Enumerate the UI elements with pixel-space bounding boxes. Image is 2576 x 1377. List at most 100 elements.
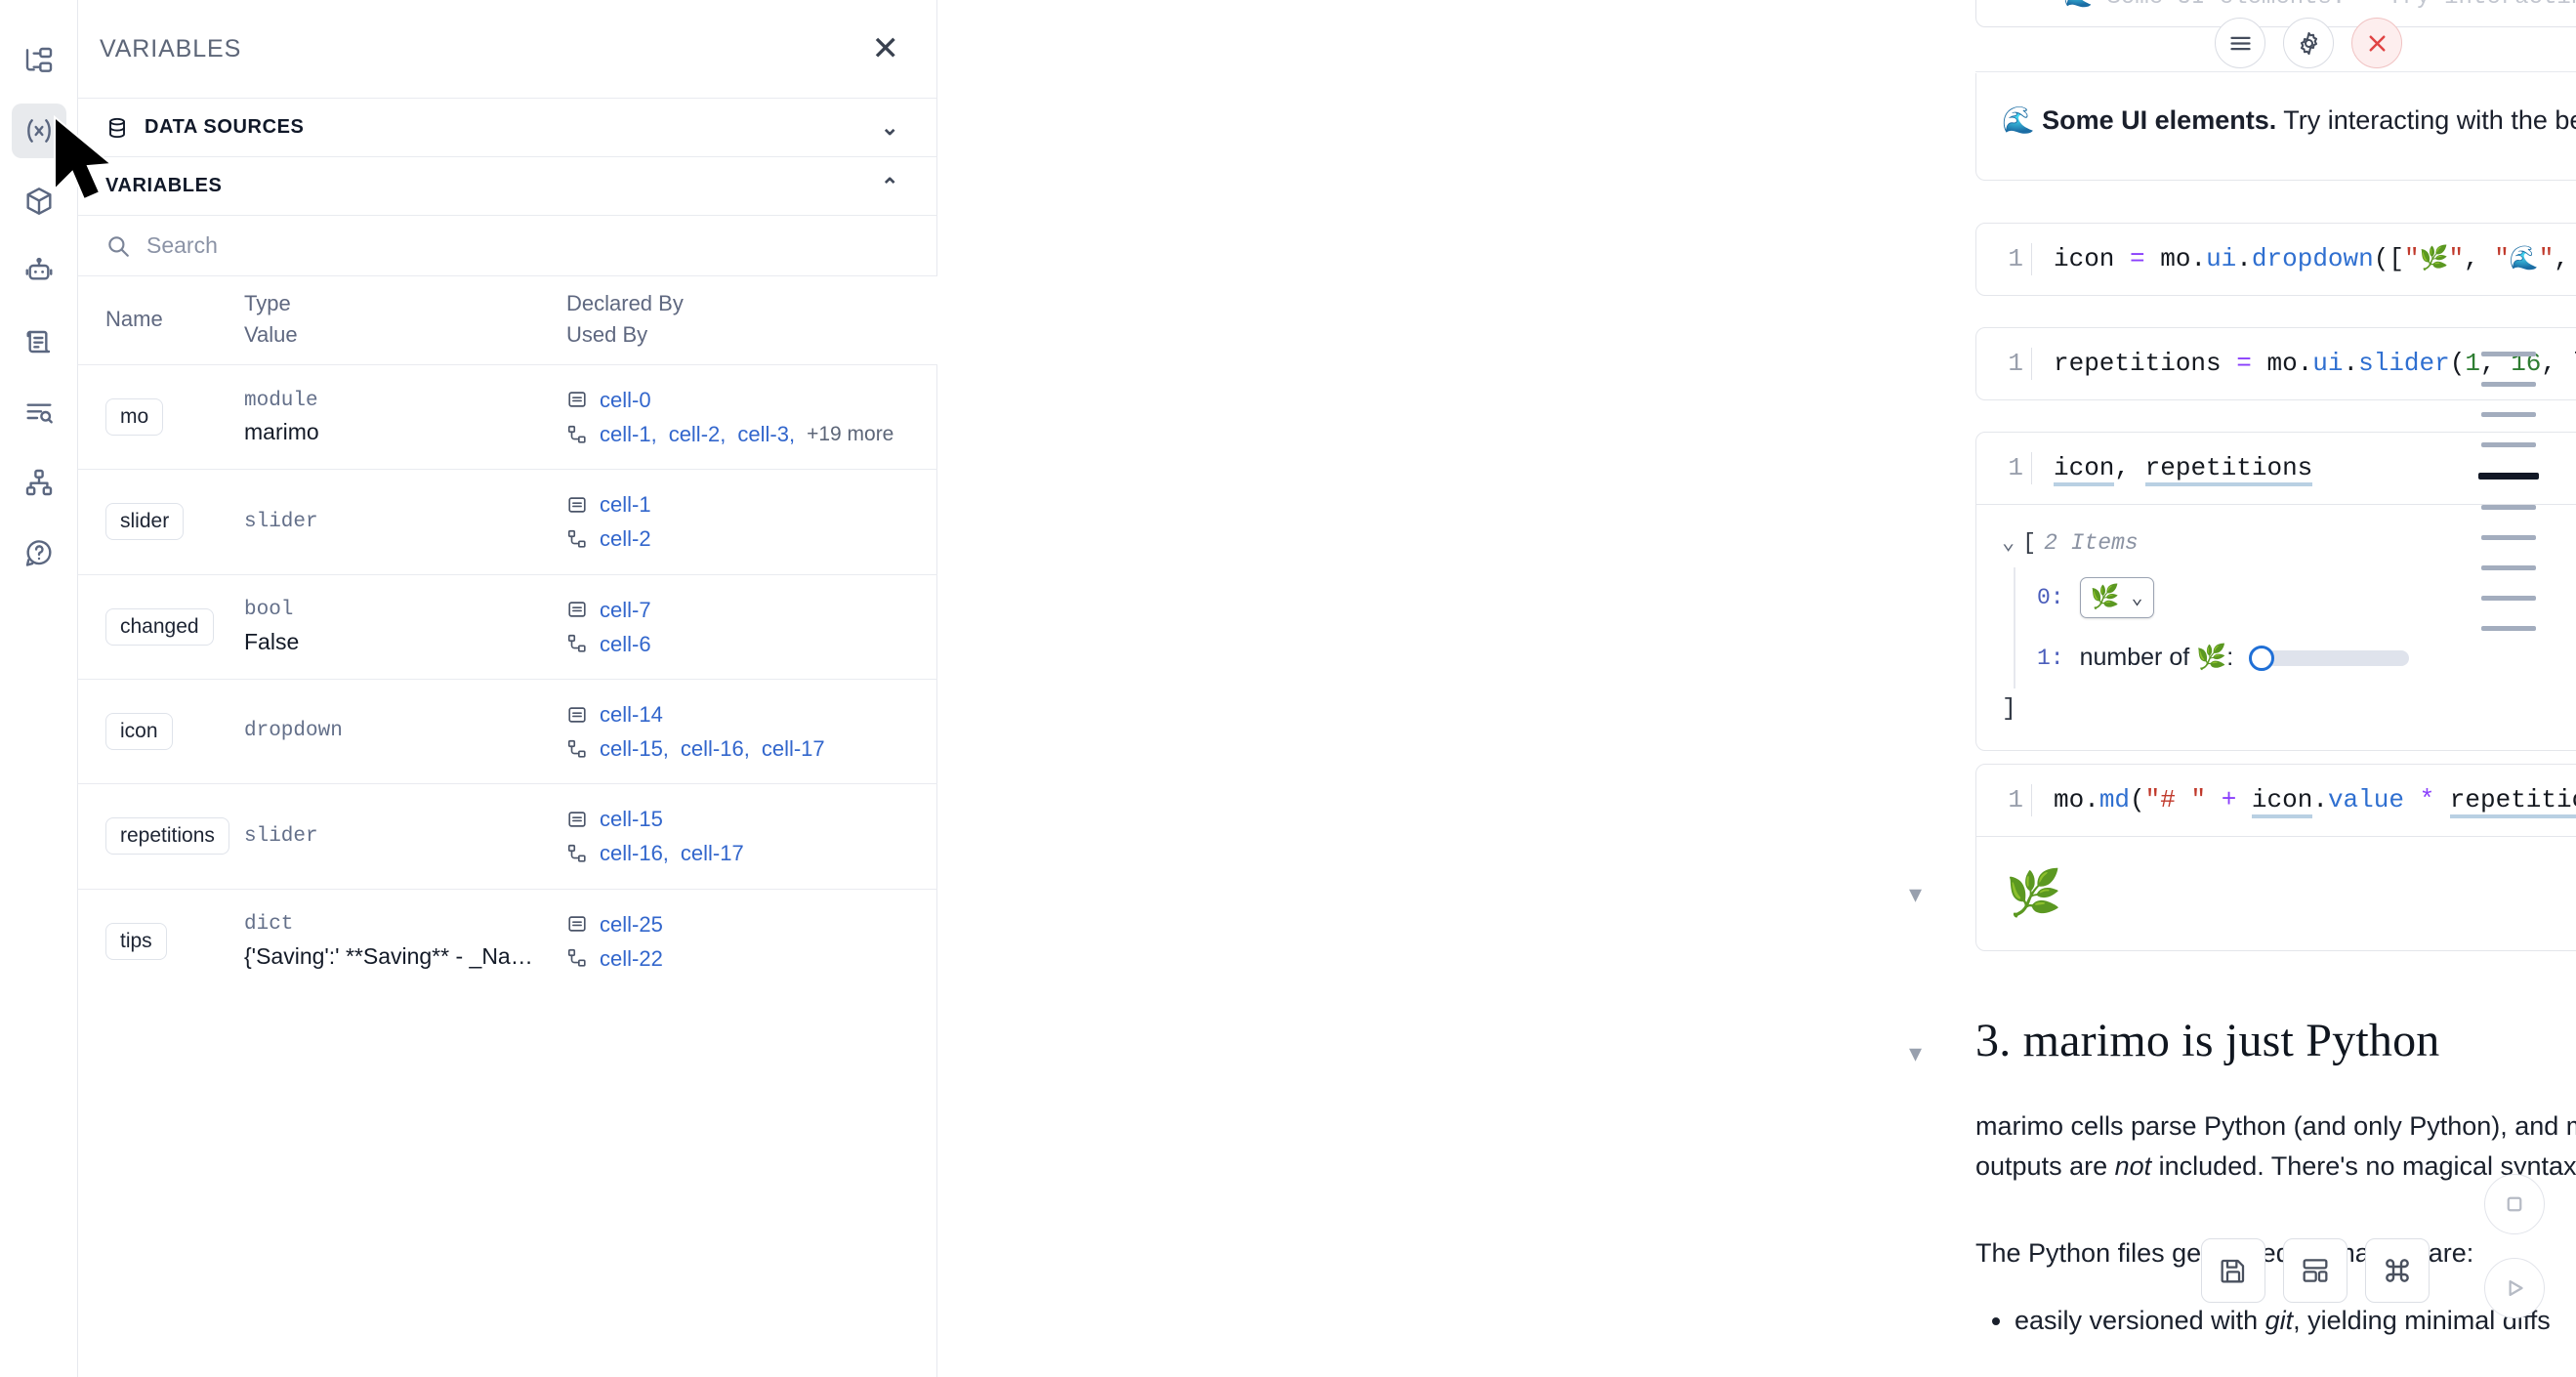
cell-link[interactable]: cell-22	[600, 945, 663, 971]
cell-link[interactable]: cell-1	[600, 492, 651, 518]
cell-link[interactable]: cell-16,	[680, 736, 750, 762]
variable-name-pill[interactable]: mo	[105, 397, 164, 436]
cell-link[interactable]: cell-25	[600, 911, 663, 937]
help-circle-icon[interactable]	[12, 525, 66, 580]
minimap-bar[interactable]	[2481, 626, 2536, 631]
cell-link[interactable]: cell-15,	[600, 736, 669, 762]
slider-knob[interactable]	[2249, 645, 2275, 671]
code-cell-mo-md[interactable]: 1 mo.md("# " + icon.value * repetitions.…	[1975, 764, 2576, 951]
minimap-bar[interactable]	[2481, 382, 2536, 387]
cell-declared-icon	[568, 706, 586, 723]
layout-button[interactable]	[2283, 1238, 2347, 1303]
code-text[interactable]: mo.md("# " + icon.value * repetitions.va…	[2031, 784, 2576, 818]
code-cell-icon-dropdown[interactable]: 1 icon = mo.ui.dropdown(["🌿", "🌊", "✨"],…	[1975, 223, 2576, 296]
package-cube-icon[interactable]	[12, 174, 66, 229]
interrupt-button[interactable]	[2484, 1174, 2545, 1234]
section-variables[interactable]: VARIABLES ⌃	[78, 156, 936, 215]
used-by-more-label[interactable]: +19 more	[807, 422, 894, 445]
code-cell-repetitions-slider[interactable]: 1 repetitions = mo.ui.slider(1, 16, labe…	[1975, 327, 2576, 400]
cell-link[interactable]: cell-2	[600, 526, 651, 552]
variable-type-value-cell: slider	[244, 783, 566, 890]
cell-action-buttons	[2215, 18, 2402, 68]
collapse-caret-md-cell[interactable]: ▾	[1909, 879, 1923, 908]
cell-link[interactable]: cell-14	[600, 701, 663, 727]
cell-link[interactable]: cell-7	[600, 597, 651, 622]
section-data-sources[interactable]: DATA SOURCES ⌄	[78, 98, 936, 156]
variable-type: slider	[244, 510, 318, 533]
footer-action-buttons	[2201, 1238, 2430, 1303]
cell-link[interactable]: cell-1,	[600, 421, 657, 446]
clipped-code-text: ""🌊 Some UI elements.** Try interacting …	[2035, 0, 2576, 11]
notebook-minimap[interactable]	[2474, 352, 2543, 631]
bullet-emphasis: git	[2264, 1306, 2294, 1336]
command-palette-button[interactable]	[2365, 1238, 2430, 1303]
minimap-bar[interactable]	[2481, 535, 2536, 540]
variable-name-cell: repetitions	[78, 783, 244, 890]
code-text[interactable]: icon = mo.ui.dropdown(["🌿", "🌊", "✨"], v…	[2031, 243, 2576, 275]
chevron-up-icon[interactable]: ⌃	[880, 173, 899, 198]
chevron-down-icon[interactable]: ⌄	[2002, 530, 2015, 556]
variable-refs-cell: cell-25 cell-22	[566, 888, 937, 994]
variable-name-pill[interactable]: icon	[105, 713, 173, 751]
icon-rail	[0, 0, 78, 1377]
table-row[interactable]: repetitions slider cell-15 cell-16, cell-17	[78, 783, 937, 890]
cell-link[interactable]: cell-2,	[668, 421, 727, 446]
minimap-bar[interactable]	[2478, 473, 2539, 480]
section-paragraph-1: marimo cells parse Python (and only Pyth…	[1975, 1106, 2576, 1187]
variables-icon[interactable]	[11, 104, 66, 158]
list-output-header[interactable]: ⌄ [ 2 Items	[2002, 530, 2576, 556]
cell-link[interactable]: cell-0	[600, 387, 651, 412]
robot-icon[interactable]	[12, 244, 66, 299]
clipped-code-cell[interactable]: 1 ""🌊 Some UI elements.** Try interactin…	[1975, 0, 2576, 27]
minimap-bar[interactable]	[2481, 596, 2536, 601]
section-label-data-sources: DATA SOURCES	[145, 116, 305, 138]
save-button[interactable]	[2201, 1238, 2265, 1303]
list-search-icon[interactable]	[12, 385, 66, 439]
collapse-caret-section[interactable]: ▾	[1909, 1038, 1923, 1067]
cell-link[interactable]: cell-17	[680, 841, 744, 866]
variables-search-row	[78, 215, 936, 275]
variable-name-pill[interactable]: changed	[105, 607, 214, 646]
gear-icon[interactable]	[2283, 18, 2334, 68]
used-by-row: cell-6	[566, 627, 937, 661]
cell-link[interactable]: cell-16,	[600, 841, 669, 866]
code-text[interactable]: icon, repetitions	[2031, 452, 2313, 486]
minimap-bar[interactable]	[2481, 505, 2536, 510]
variable-name-pill[interactable]: tips	[105, 922, 167, 960]
cell-link[interactable]: cell-17	[761, 736, 825, 762]
cell-used-icon	[567, 739, 586, 758]
variable-value: marimo	[244, 419, 319, 445]
file-explorer-icon[interactable]	[12, 33, 66, 88]
variable-name-pill[interactable]: slider	[105, 503, 185, 541]
cell-link[interactable]: cell-6	[600, 631, 651, 656]
code-text[interactable]: repetitions = mo.ui.slider(1, 16, label=…	[2031, 348, 2576, 380]
variable-name-cell: slider	[78, 469, 244, 575]
variable-name-pill[interactable]: repetitions	[105, 817, 229, 855]
run-button[interactable]	[2484, 1258, 2545, 1318]
cell-link[interactable]: cell-3,	[737, 421, 796, 446]
minimap-bar[interactable]	[2481, 442, 2536, 447]
dropdown-input[interactable]: 🌿 ⌄	[2079, 576, 2154, 618]
minimap-bar[interactable]	[2481, 352, 2536, 356]
slider-track[interactable]	[2266, 649, 2410, 666]
hamburger-icon[interactable]	[2215, 18, 2265, 68]
scroll-logs-icon[interactable]	[12, 314, 66, 369]
code-cell-icon-repetitions[interactable]: 1 icon, repetitions ⌄ [ 2 Items 0: 🌿	[1975, 432, 2576, 751]
minimap-bar[interactable]	[2481, 412, 2536, 417]
slider-input[interactable]	[2249, 645, 2410, 671]
close-icon[interactable]	[2351, 18, 2402, 68]
close-icon[interactable]: ✕	[871, 30, 900, 67]
search-input[interactable]	[146, 232, 909, 259]
variable-type: slider	[244, 824, 318, 848]
dependency-graph-icon[interactable]	[12, 455, 66, 510]
minimap-bar[interactable]	[2481, 565, 2536, 570]
line-number: 1	[1998, 0, 2012, 11]
table-row[interactable]: slider slider cell-1 cell-2	[78, 469, 937, 575]
cell-link[interactable]: cell-15	[600, 807, 663, 832]
cell-declared-icon	[568, 916, 586, 932]
chevron-down-icon[interactable]: ⌄	[880, 114, 899, 140]
